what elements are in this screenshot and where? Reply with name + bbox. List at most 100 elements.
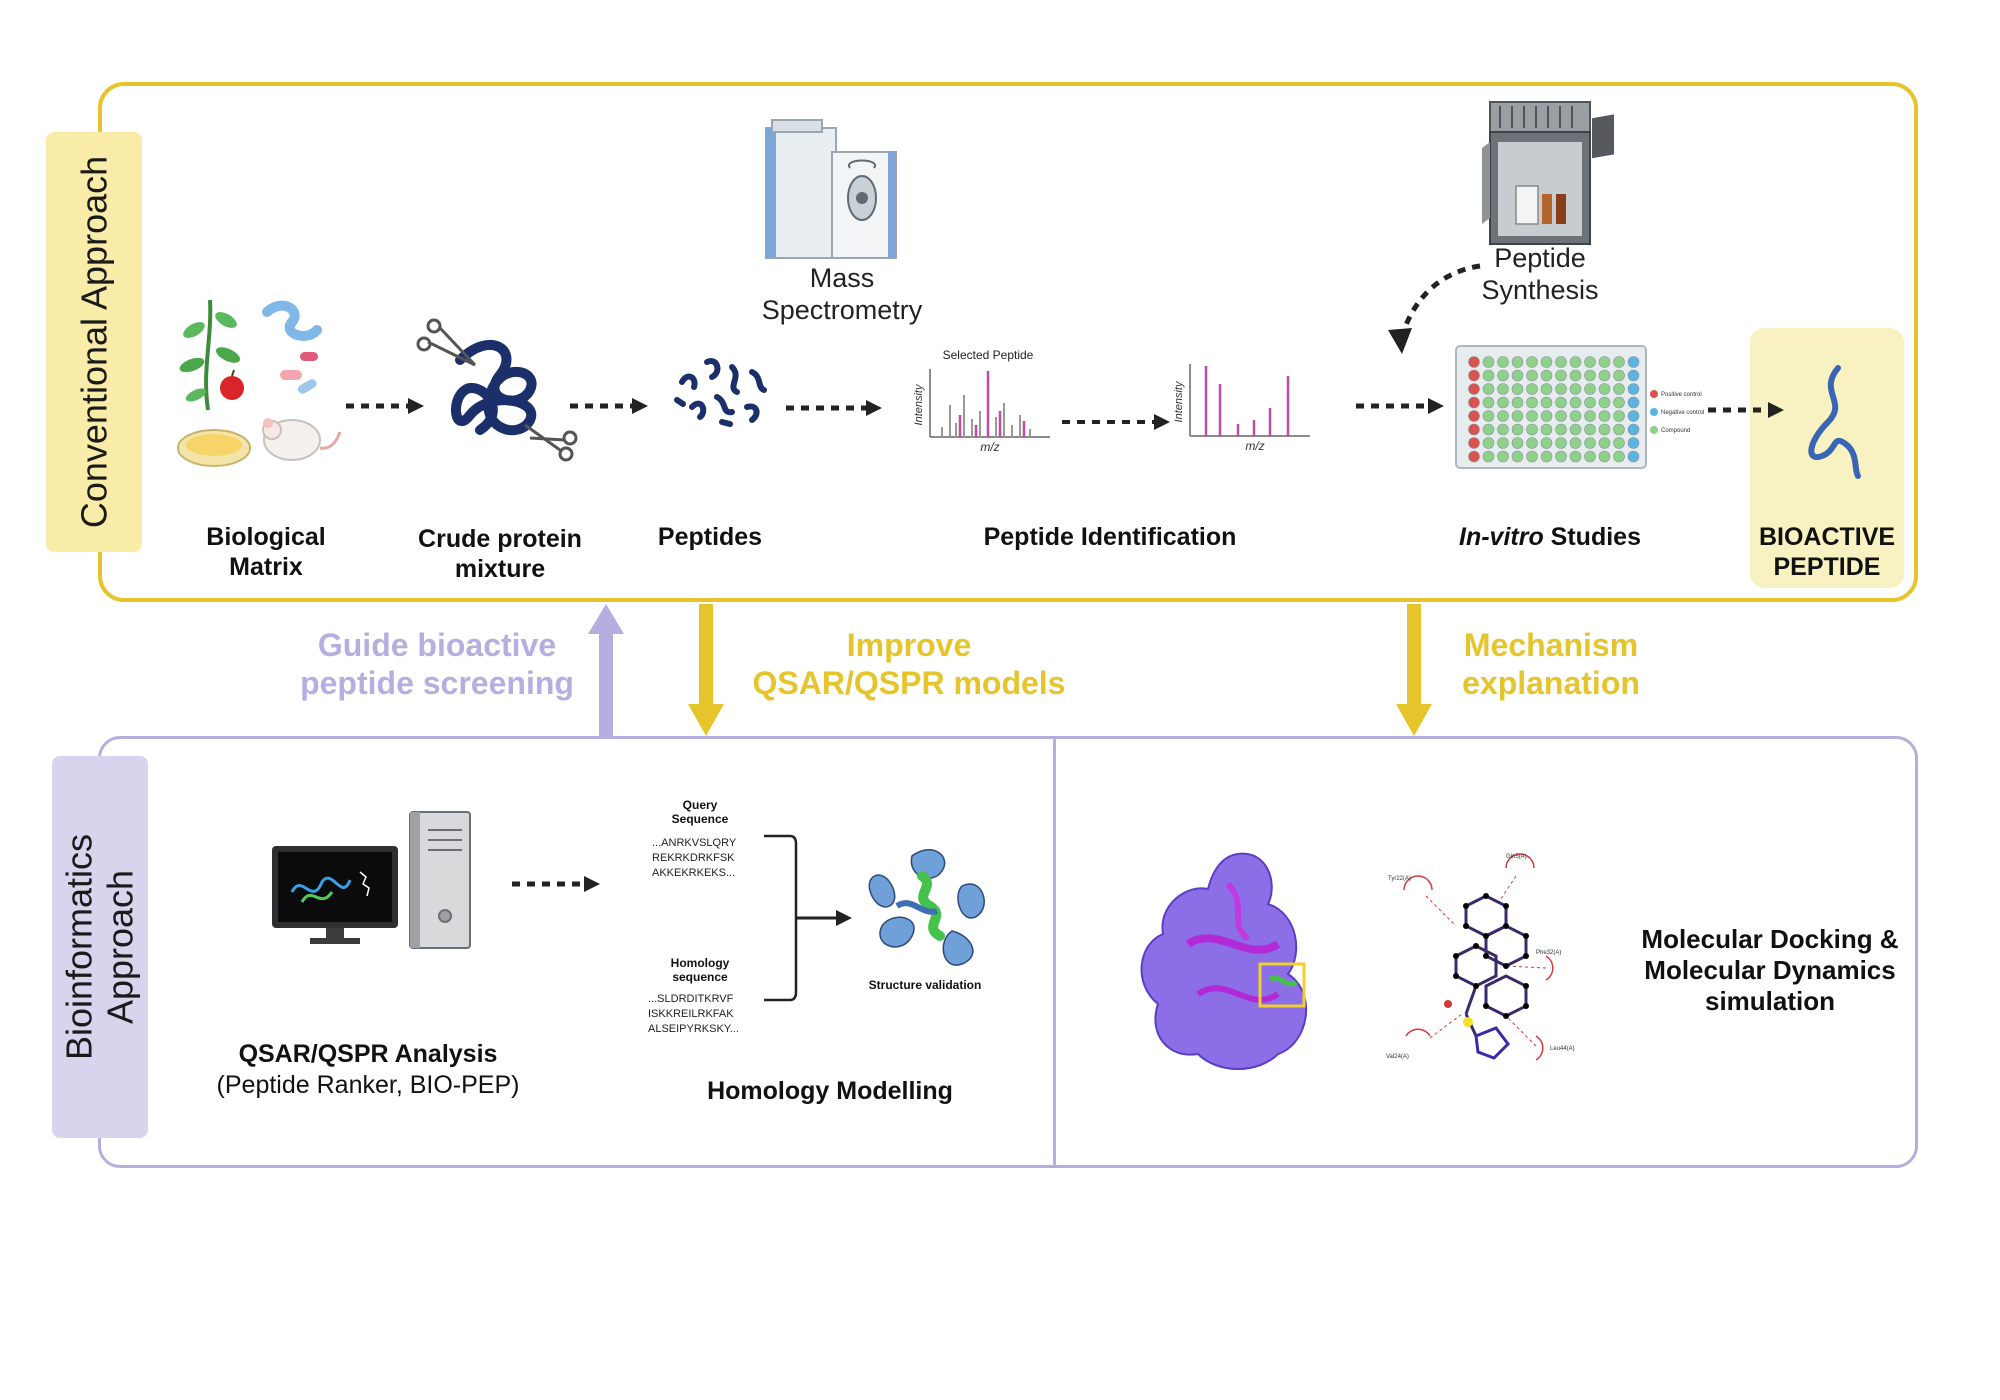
homology-modelling-label: Homology Modelling: [707, 1077, 953, 1105]
plate-well: [1482, 450, 1495, 463]
compound-dot: [1650, 426, 1658, 434]
plate-well: [1555, 356, 1567, 368]
bioactive-line1: BIOACTIVE: [1758, 523, 1896, 551]
crude-protein-line1: Crude protein: [418, 525, 582, 553]
crude-protein-icon: [416, 318, 578, 462]
biological-matrix-icon: [177, 299, 342, 467]
plate-well: [1613, 437, 1625, 449]
plate-well: [1613, 383, 1625, 395]
plate-well: [1540, 437, 1553, 449]
plate-well: [1526, 396, 1538, 409]
homology-title-line1: Homology: [670, 956, 730, 970]
homology-seq-line3: ALSEIPYRKSKY...: [648, 1022, 739, 1035]
plate-well: [1468, 396, 1480, 409]
improve-models-label: Improve QSAR/QSPR models: [744, 626, 1074, 703]
plate-well: [1540, 383, 1553, 395]
docking-surface-icon: [1140, 852, 1307, 1070]
plate-well: [1598, 356, 1611, 368]
plate-well: [1627, 383, 1640, 395]
docking-line2: Molecular Dynamics: [1644, 955, 1896, 986]
plate-well: [1584, 383, 1596, 395]
guide-arrow-up: [588, 604, 624, 738]
plate-well: [1468, 356, 1480, 368]
plate-well: [1526, 369, 1538, 382]
homology-seq-line2: ISKKREILRKFAK: [648, 1007, 734, 1020]
bioactive-peptide-label: BIOACTIVE PEPTIDE: [1750, 522, 1904, 582]
conventional-approach-label-box: Conventional Approach: [46, 132, 142, 552]
structure-validation-label: Structure validation: [868, 978, 982, 992]
arrow-peptides-to-ms: [786, 400, 882, 416]
guide-screening-label: Guide bioactive peptide screening: [292, 626, 582, 703]
biological-matrix-label: Biological Matrix: [176, 522, 356, 582]
plate-well: [1497, 383, 1509, 395]
plate-well: [1569, 437, 1582, 449]
plate-well: [1540, 423, 1553, 436]
arrow-invitro-to-bioactive: [1708, 402, 1784, 418]
plate-well: [1584, 450, 1596, 463]
plate-well: [1468, 383, 1480, 395]
arrow-spectrum1-to-spectrum2: [1062, 414, 1170, 430]
plate-well: [1482, 396, 1495, 409]
plate-well: [1540, 396, 1553, 409]
bioinformatics-label-line1: Bioinformatics: [58, 833, 100, 1061]
plate-well: [1613, 423, 1625, 436]
plate-well: [1482, 423, 1495, 436]
plate-well: [1526, 383, 1538, 395]
plate-well: [1497, 396, 1509, 409]
mass-spectrometry-label: Mass Spectrometry: [722, 262, 962, 327]
plate-well: [1584, 423, 1596, 436]
plate-well: [1569, 356, 1582, 368]
homology-title-line2: sequence: [672, 970, 728, 985]
plate-well: [1598, 450, 1611, 463]
plate-well: [1569, 450, 1582, 463]
query-seq-line2: REKRKDRKFSK: [652, 851, 735, 864]
selected-peptide-label: Selected Peptide: [943, 348, 1034, 362]
residue-3: Phe32(A): [1536, 950, 1561, 956]
plate-well: [1468, 423, 1480, 436]
bioactive-peptide-icon: [1808, 365, 1861, 479]
plate-well: [1482, 383, 1495, 395]
plate-well: [1468, 410, 1480, 422]
spectrum1-x-axis: m/z: [980, 440, 999, 454]
arrow-matrix-to-crude: [346, 398, 424, 414]
plate-well: [1555, 396, 1567, 409]
bioinformatics-approach-label-box: Bioinformatics Approach: [52, 756, 148, 1138]
qsar-subtitle: (Peptide Ranker, BIO-PEP): [216, 1071, 520, 1099]
docking-line1: Molecular Docking &: [1641, 924, 1899, 954]
plate-well: [1598, 410, 1611, 422]
crude-protein-label: Crude protein mixture: [400, 524, 600, 584]
plate-well: [1613, 450, 1625, 463]
guide-line2: peptide screening: [300, 665, 574, 702]
improve-line1: Improve: [846, 627, 972, 663]
plate-well: [1511, 356, 1524, 368]
sequence-bracket: [764, 834, 852, 1002]
in-vitro-studies-label: In-vitro Studies: [1420, 522, 1680, 552]
plate-well: [1627, 369, 1640, 382]
qsar-label: QSAR/QSPR Analysis (Peptide Ranker, BIO-…: [188, 1040, 548, 1100]
ligplot-interaction-icon: Gln5(A) Tyr22(A) Phe32(A) Val24(A) Leu44…: [1386, 853, 1575, 1061]
mass-spectrometer-icon: [765, 119, 897, 259]
plate-well: [1497, 369, 1509, 382]
plate-well: [1627, 450, 1640, 463]
plate-well: [1555, 410, 1567, 422]
plate-well: [1598, 437, 1611, 449]
plate-well: [1526, 437, 1538, 449]
positive-control-label: Positive control: [1661, 392, 1702, 398]
plate-well: [1511, 383, 1524, 395]
plate-well: [1540, 410, 1553, 422]
plate-well: [1511, 396, 1524, 409]
spectrum1-y-axis: Intensity: [913, 383, 925, 425]
arrow-qsar-to-homology: [512, 876, 600, 892]
plate-well: [1569, 383, 1582, 395]
improve-line2: QSAR/QSPR models: [752, 665, 1066, 702]
plate-well: [1526, 450, 1538, 463]
homology-seq-line1: ...SLDRDITKRVF: [648, 993, 734, 1005]
plate-well: [1569, 410, 1582, 422]
plate-well: [1482, 410, 1495, 422]
plate-well: [1627, 356, 1640, 368]
guide-line1: Guide bioactive: [317, 627, 557, 663]
plate-well: [1613, 396, 1625, 409]
plate-well: [1526, 356, 1538, 368]
plate-well: [1627, 437, 1640, 449]
plate-well: [1555, 423, 1567, 436]
